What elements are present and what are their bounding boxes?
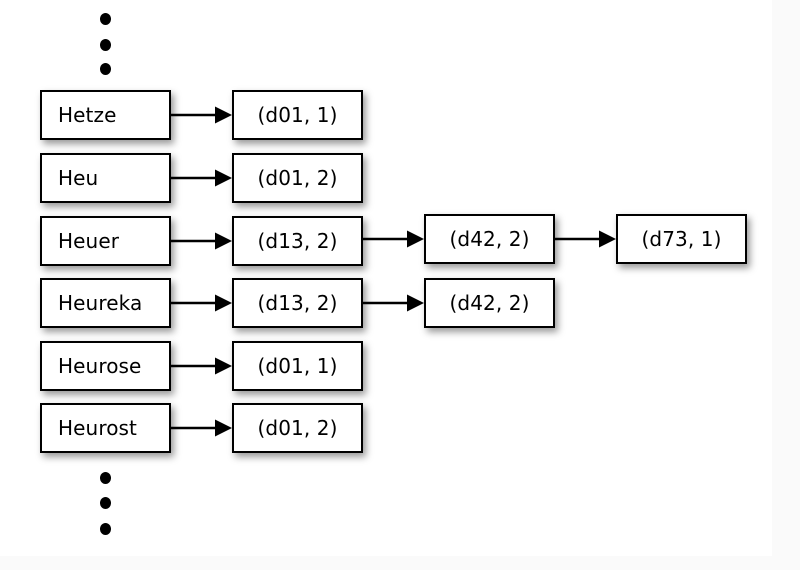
ellipsis-above-terms-dot-1 [100,13,111,25]
node-label: Heu [58,166,99,190]
node-label: Heureka [58,291,143,315]
node-p3-1[interactable]: (d73, 1) [616,214,747,264]
node-p2-2[interactable]: (d42, 2) [424,278,555,328]
node-label: (d01, 1) [257,103,338,127]
node-label: Heurose [58,354,142,378]
node-label: (d01, 1) [257,354,338,378]
ellipsis-above-terms-dot-2 [100,39,111,51]
node-label: (d42, 2) [449,227,530,251]
node-label: Hetze [58,103,117,127]
node-label: (d73, 1) [641,227,722,251]
node-p1-2[interactable]: (d01, 2) [232,153,363,203]
node-term-heurose[interactable]: Heurose [40,341,171,391]
node-label: Heuer [58,229,120,253]
node-label: (d42, 2) [449,291,530,315]
node-p1-1[interactable]: (d01, 1) [232,90,363,140]
node-p1-5[interactable]: (d01, 1) [232,341,363,391]
node-label: (d13, 2) [257,229,338,253]
node-label: (d01, 2) [257,416,338,440]
node-term-hetze[interactable]: Hetze [40,90,171,140]
ellipsis-below-terms-dot-1 [100,472,111,484]
node-term-heureka[interactable]: Heureka [40,278,171,328]
ellipsis-above-terms-dot-3 [100,63,111,75]
node-label: (d01, 2) [257,166,338,190]
node-label: (d13, 2) [257,291,338,315]
node-p1-4[interactable]: (d13, 2) [232,278,363,328]
ellipsis-below-terms-dot-2 [100,497,111,509]
node-term-heu[interactable]: Heu [40,153,171,203]
node-term-heuer[interactable]: Heuer [40,216,171,266]
node-label: Heurost [58,416,138,440]
node-p1-6[interactable]: (d01, 2) [232,403,363,453]
ellipsis-below-terms-dot-3 [100,523,111,535]
node-p2-1[interactable]: (d42, 2) [424,214,555,264]
node-term-heurost[interactable]: Heurost [40,403,171,453]
node-p1-3[interactable]: (d13, 2) [232,216,363,266]
